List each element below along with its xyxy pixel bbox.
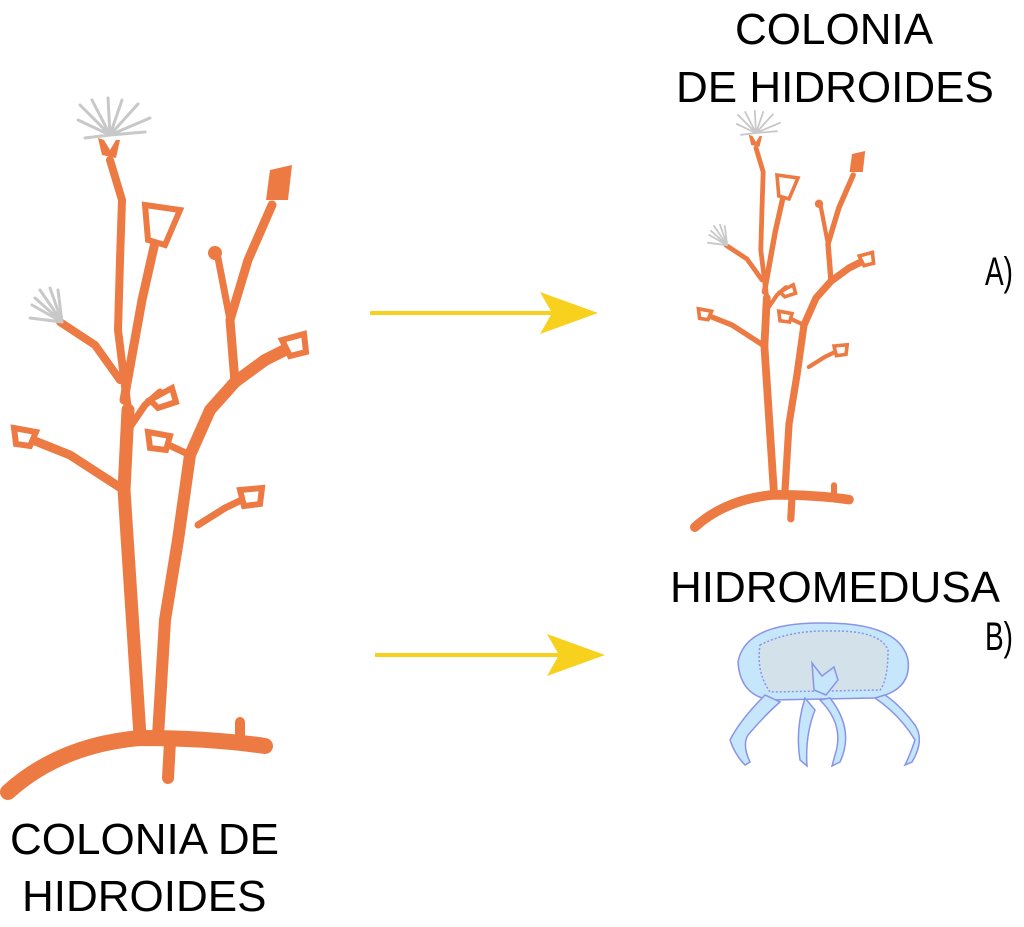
arrow-to-medusa	[375, 634, 605, 676]
hydromedusa-illustration	[729, 622, 921, 768]
arrow-to-colony	[370, 292, 598, 334]
right-colony-label-line1: COLONIA	[735, 5, 934, 54]
left-colony-label-line2: HIDROIDES	[22, 872, 267, 921]
option-b-label: B)	[985, 615, 1013, 659]
right-colony-label-line2: DE HIDROIDES	[676, 63, 994, 112]
hydromedusa-label: HIDROMEDUSA	[670, 563, 1001, 612]
right-hydroid-colony	[695, 111, 874, 527]
left-colony-label-line1: COLONIA DE	[10, 815, 279, 864]
left-hydroid-colony	[8, 98, 306, 792]
option-a-label: A)	[985, 250, 1013, 294]
